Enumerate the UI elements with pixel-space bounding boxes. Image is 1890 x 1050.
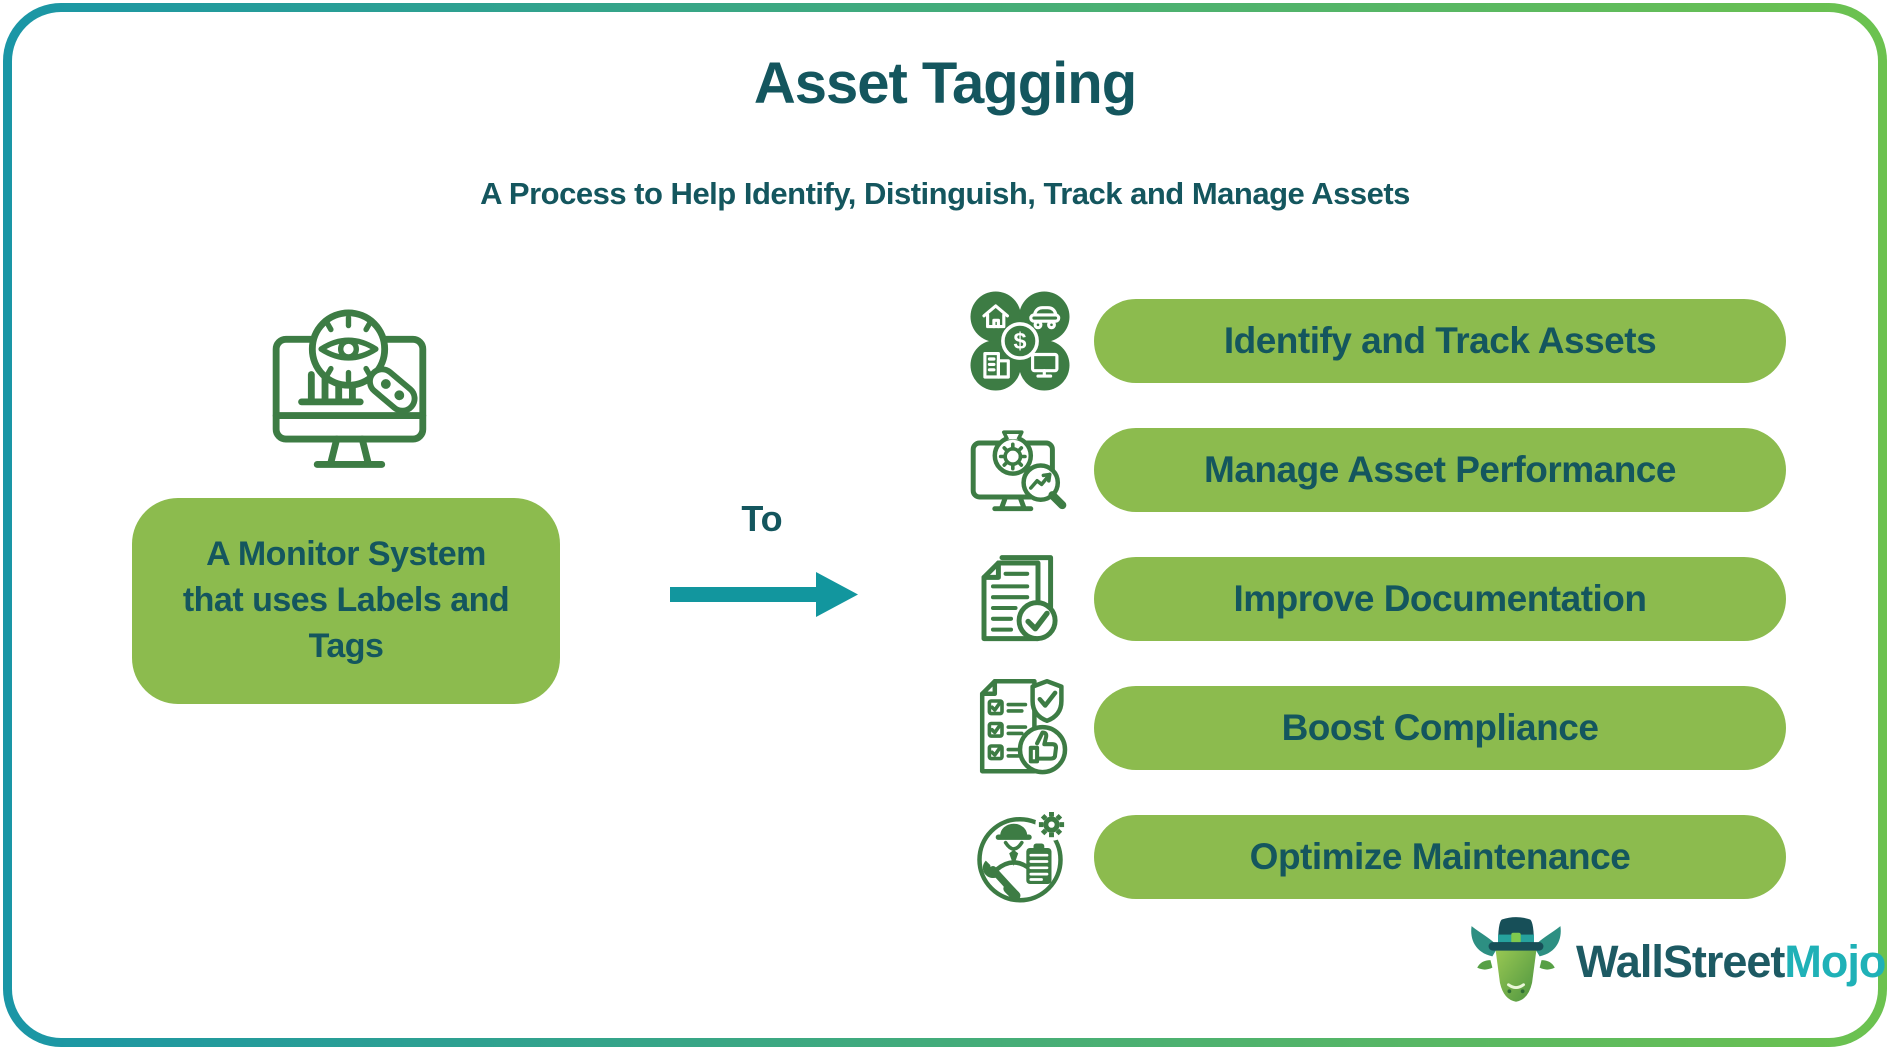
benefit-label: Improve Documentation bbox=[1233, 578, 1648, 619]
benefit-pill: Identify and Track Assets bbox=[1094, 299, 1786, 383]
documents-checkmark-icon bbox=[981, 555, 1058, 642]
benefit-label: Identify and Track Assets bbox=[1223, 320, 1657, 361]
benefits-list: $ Identify and Track Assets bbox=[964, 285, 1786, 930]
wordmark: WallStreetMojo bbox=[1576, 936, 1886, 988]
monitor-eye-magnifier-icon bbox=[272, 309, 427, 468]
asset-performance-monitor-icon bbox=[970, 430, 1067, 512]
to-label: To bbox=[741, 498, 783, 539]
asset-tagging-infographic-card: Asset Tagging A Process to Help Identify… bbox=[3, 3, 1887, 1047]
benefit-label: Boost Compliance bbox=[1281, 707, 1599, 748]
benefit-row: Manage Asset Performance bbox=[964, 414, 1786, 526]
benefit-label: Optimize Maintenance bbox=[1249, 836, 1631, 877]
benefit-row: Optimize Maintenance bbox=[964, 801, 1786, 913]
benefit-label: Manage Asset Performance bbox=[1204, 449, 1676, 490]
maintenance-worker-tools-icon bbox=[977, 808, 1068, 903]
page-title: Asset Tagging bbox=[753, 51, 1137, 116]
benefit-row: Boost Compliance bbox=[964, 672, 1786, 784]
benefit-pill: Boost Compliance bbox=[1094, 686, 1786, 770]
wordmark-primary: WallStreet bbox=[1576, 936, 1785, 987]
definition-box: A Monitor System that uses Labels and Ta… bbox=[132, 498, 560, 704]
tangible-assets-icon: $ bbox=[970, 291, 1070, 391]
svg-text:$: $ bbox=[1013, 328, 1026, 354]
compliance-checklist-shield-icon bbox=[979, 678, 1068, 775]
definition-label: A Monitor System that uses Labels and Ta… bbox=[182, 535, 510, 665]
wordmark-accent: Mojo bbox=[1784, 936, 1886, 987]
benefit-row: $ Identify and Track Assets bbox=[964, 285, 1786, 397]
benefit-pill: Manage Asset Performance bbox=[1094, 428, 1786, 512]
benefit-row: Improve Documentation bbox=[964, 543, 1786, 655]
benefit-pill: Improve Documentation bbox=[1094, 557, 1786, 641]
right-arrow-icon bbox=[670, 572, 858, 617]
page-subtitle: A Process to Help Identify, Distinguish,… bbox=[480, 176, 1410, 211]
wallstreetmojo-logo: WallStreetMojo bbox=[1464, 912, 1886, 1012]
wallstreetmojo-bull-icon bbox=[1471, 917, 1561, 1002]
benefit-pill: Optimize Maintenance bbox=[1094, 815, 1786, 899]
